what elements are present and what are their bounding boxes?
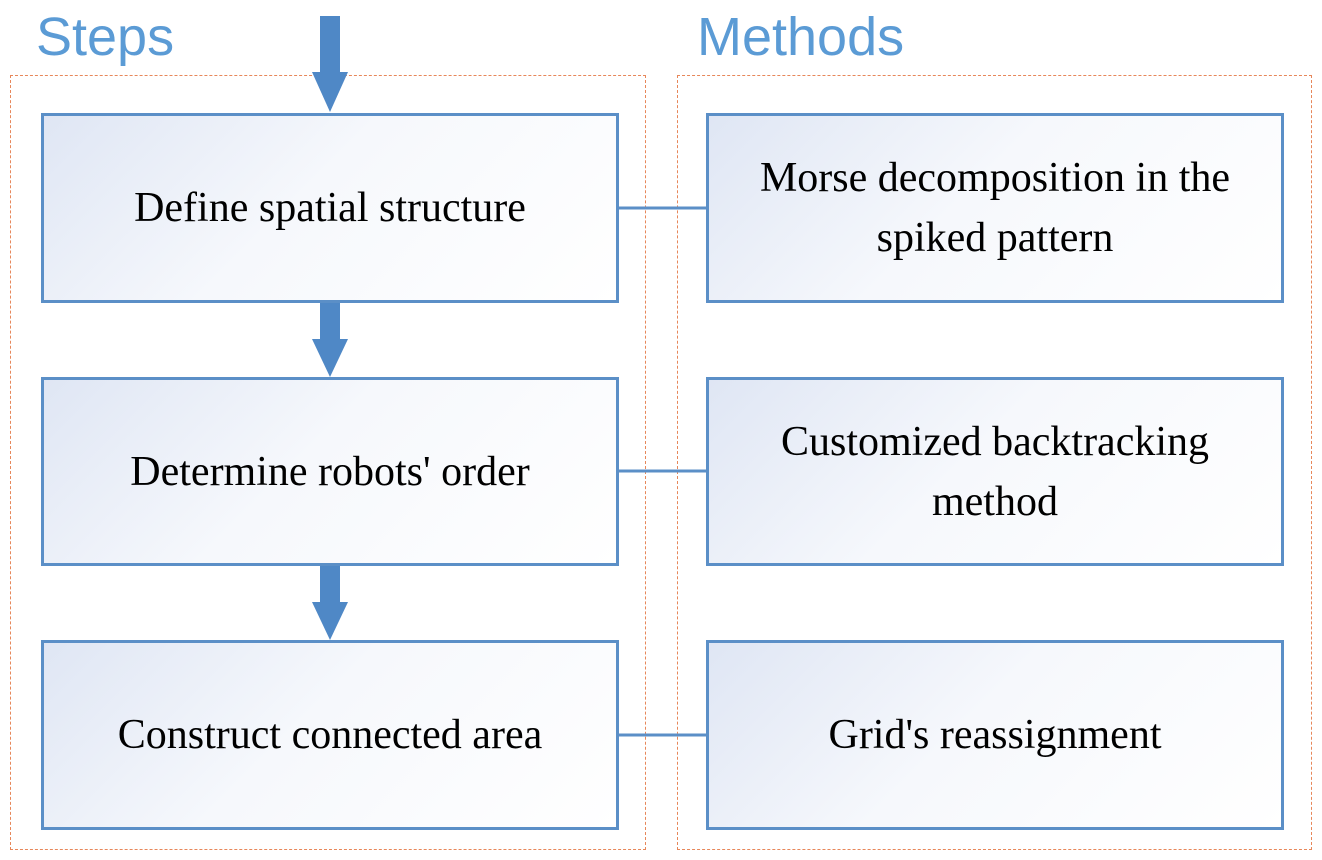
arrow-step2-to-step3 — [312, 566, 348, 640]
arrow-step1-to-step2 — [312, 303, 348, 377]
methods-group — [677, 75, 1312, 850]
method-label: Customized backtracking method — [780, 418, 1210, 525]
step-label: Determine robots' order — [130, 448, 530, 495]
entry-arrow — [312, 16, 348, 112]
step-label: Construct connected area — [117, 712, 543, 758]
step-box-determine-robots-order: Determine robots' order — [41, 377, 619, 566]
method-box-morse-decomposition: Morse decomposition in the spiked patter… — [706, 113, 1284, 303]
step-label: Define spatial structure — [134, 185, 526, 231]
method-label: Morse decomposition in the spiked patter… — [759, 155, 1231, 261]
steps-header: Steps — [36, 7, 175, 67]
method-box-customized-backtracking: Customized backtracking method — [706, 377, 1284, 566]
method-box-grid-reassignment: Grid's reassignment — [706, 640, 1284, 830]
step-box-define-spatial-structure: Define spatial structure — [41, 113, 619, 303]
step-box-construct-connected-area: Construct connected area — [41, 640, 619, 830]
method-label: Grid's reassignment — [828, 712, 1162, 758]
methods-header: Methods — [697, 7, 905, 67]
